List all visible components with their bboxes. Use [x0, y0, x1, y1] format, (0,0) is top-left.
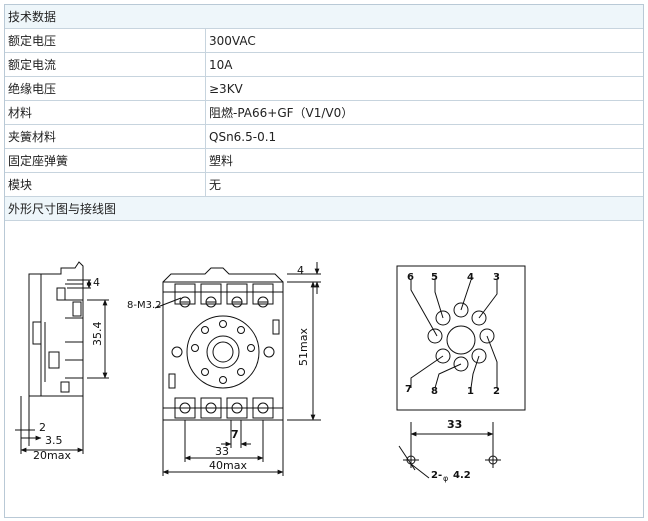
row-key: 夹簧材料 — [5, 125, 206, 148]
pin-label: 5 — [431, 272, 438, 283]
side-dim-20max: 20max — [33, 449, 71, 462]
table-row: 材料 阻燃-PA66+GF（V1/V0） — [5, 101, 643, 125]
pin-label: 3 — [493, 272, 500, 283]
pin-label: 2 — [493, 386, 500, 397]
table-header: 技术数据 — [8, 10, 57, 24]
row-value: ≥3KV — [209, 81, 243, 96]
side-view — [15, 261, 109, 454]
side-dim-2: 2 — [39, 421, 46, 434]
table-row: 额定电流 10A — [5, 53, 643, 77]
front-dim-40max: 40max — [209, 459, 247, 472]
table-row: 夹簧材料 QSn6.5-0.1 — [5, 125, 643, 149]
row-value: 塑料 — [209, 154, 234, 168]
front-dim-33: 33 — [215, 445, 229, 458]
pin-label: 7 — [405, 384, 412, 395]
pin-label: 8 — [431, 386, 438, 397]
side-dim-35-4: 35.4 — [91, 322, 104, 347]
table-row: 固定座弹簧 塑料 — [5, 149, 643, 173]
wiring-dim-33: 33 — [447, 418, 462, 431]
row-value: 10A — [209, 57, 233, 72]
row-key: 额定电流 — [5, 53, 206, 76]
front-dim-4: 4 — [297, 264, 304, 277]
hole-label-count: 2- — [431, 470, 442, 481]
row-value: 300VAC — [209, 33, 256, 48]
pin-label: 4 — [467, 272, 474, 283]
row-value: 无 — [209, 178, 222, 192]
front-view — [154, 262, 321, 476]
row-key: 绝缘电压 — [5, 77, 206, 100]
front-dim-51max: 51max — [297, 328, 310, 366]
drawing-svg: 4 35.4 2 3.5 20max 8-M3.2 4 51max 7 33 4… — [15, 261, 526, 483]
row-value: QSn6.5-0.1 — [209, 129, 277, 144]
pin-label: 1 — [467, 386, 474, 397]
table-row: 绝缘电压 ≥3KV — [5, 77, 643, 101]
pin-label: 6 — [407, 272, 414, 283]
hole-label-size: 4.2 — [453, 470, 471, 481]
front-dim-7: 7 — [231, 428, 239, 441]
table-row: 额定电压 300VAC — [5, 29, 643, 53]
row-key: 固定座弹簧 — [5, 149, 206, 172]
drawing-header: 外形尺寸图与接线图 — [8, 202, 117, 216]
row-key: 额定电压 — [5, 29, 206, 52]
row-key: 材料 — [5, 101, 206, 124]
row-key: 模块 — [5, 173, 206, 196]
row-value: 阻燃-PA66+GF（V1/V0） — [209, 106, 354, 120]
side-dim-4: 4 — [93, 276, 100, 289]
spec-sheet: 技术数据 额定电压 300VAC 额定电流 10A 绝缘电压 ≥3KV 材料 阻… — [4, 4, 644, 518]
wiring-diagram — [396, 265, 526, 479]
front-screw-label: 8-M3.2 — [127, 300, 162, 311]
table-row: 模块 无 — [5, 173, 643, 197]
table-header-row: 技术数据 — [5, 5, 643, 29]
hole-label-phi: φ — [443, 474, 448, 483]
drawing-header-row: 外形尺寸图与接线图 — [5, 197, 643, 221]
side-dim-3-5: 3.5 — [45, 434, 63, 447]
dimension-drawing: 4 35.4 2 3.5 20max 8-M3.2 4 51max 7 33 4… — [5, 222, 643, 518]
